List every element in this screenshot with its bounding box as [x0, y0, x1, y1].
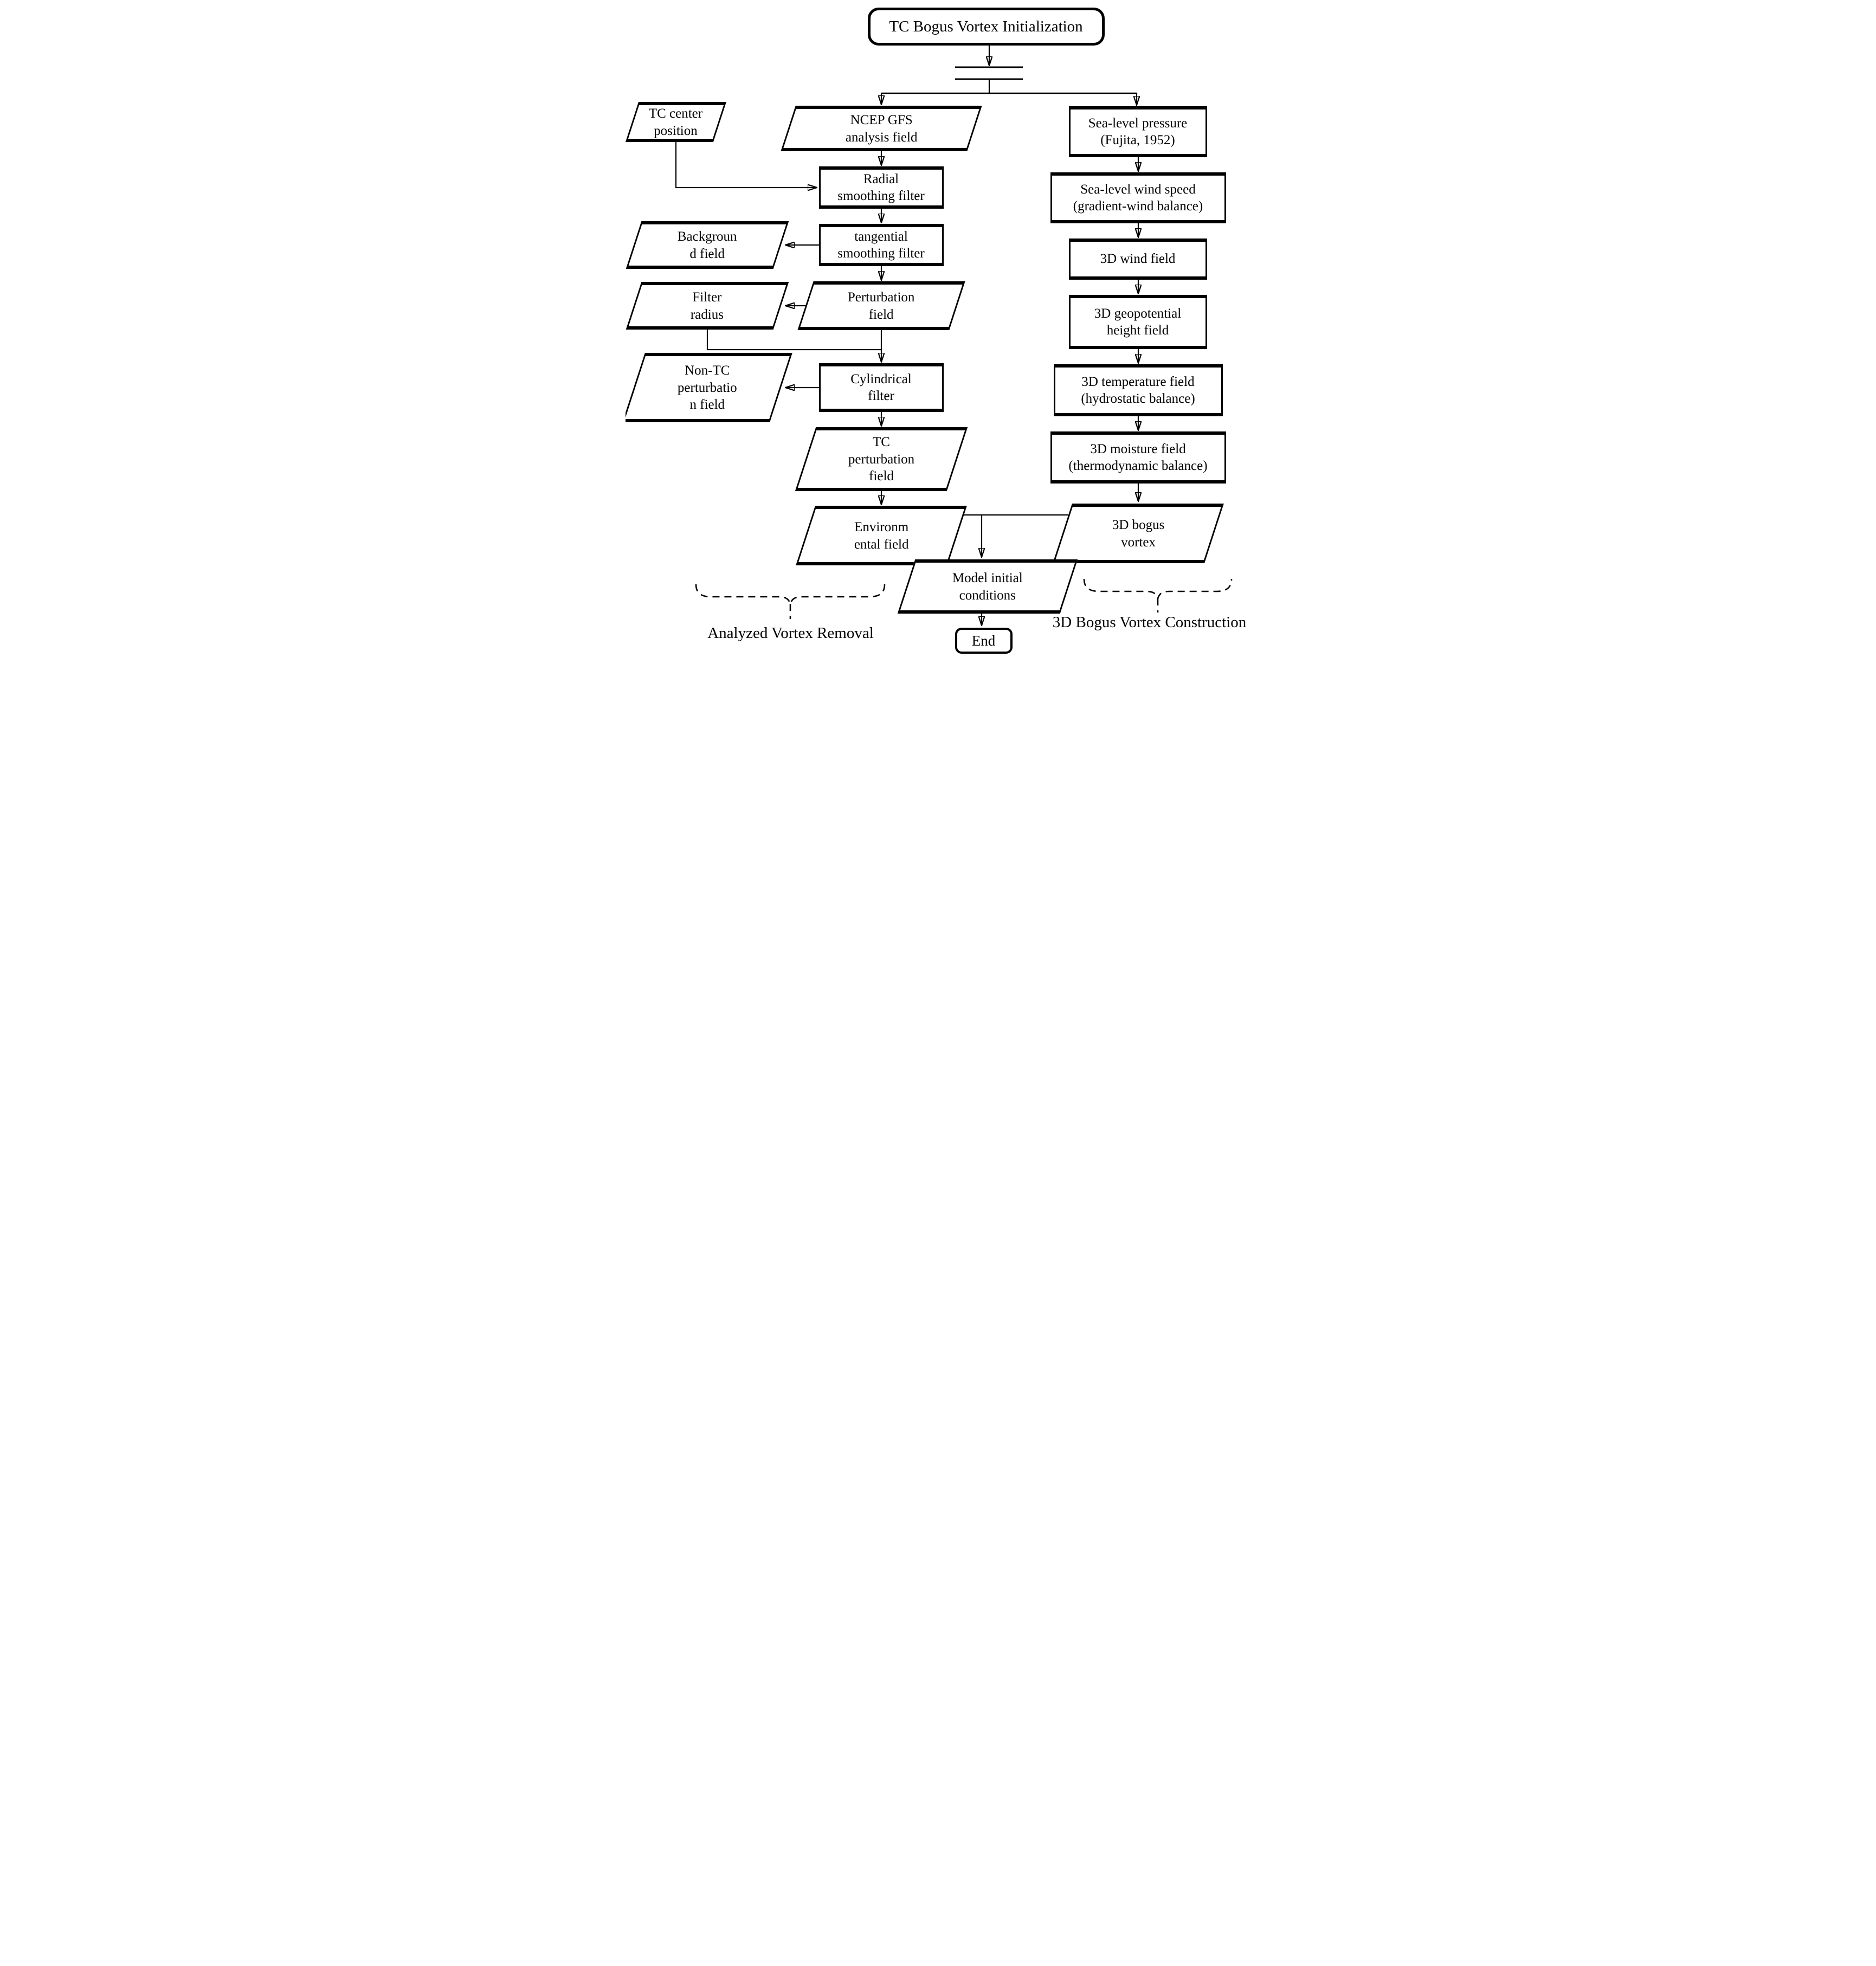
right-section-label: 3D Bogus Vortex Construction [1052, 614, 1247, 631]
arrow-tccenter-to-radial [675, 142, 817, 188]
radial-smoothing-label: Radial smoothing filter [837, 171, 925, 204]
tangential-smoothing-label: tangential smoothing filter [837, 229, 925, 261]
end-terminator: End [955, 628, 1013, 654]
model-initial-conditions-label: Model initial conditions [952, 570, 1023, 603]
flowchart-canvas: TC Bogus Vortex Initialization TC center… [625, 0, 1251, 655]
node-background-field: Backgroun d field [626, 221, 789, 269]
ncep-gfs-label: NCEP GFS analysis field [845, 112, 917, 145]
node-filter-radius: Filter radius [626, 282, 789, 330]
node-cylindrical-filter: Cylindrical filter [818, 363, 944, 412]
node-3d-moisture-field: 3D moisture field (thermodynamic balance… [1050, 431, 1226, 484]
tc-perturbation-label: TC perturbation field [848, 434, 914, 484]
3d-wind-field-label: 3D wind field [1100, 252, 1176, 267]
node-tc-center-position: TC center position [625, 102, 726, 142]
left-section-brace [695, 584, 885, 607]
right-section-brace [1083, 578, 1232, 601]
node-3d-bogus-vortex: 3D bogus vortex [1052, 504, 1224, 563]
node-non-tc-perturbation-field: Non-TC perturbatio n field [625, 353, 792, 422]
flow-connectors [675, 46, 1232, 655]
node-3d-wind-field: 3D wind field [1068, 239, 1207, 280]
node-3d-geopotential-height-field: 3D geopotential height field [1068, 295, 1207, 349]
sea-level-wind-speed-label: Sea-level wind speed (gradient-wind bala… [1073, 182, 1203, 214]
3d-bogus-vortex-label: 3D bogus vortex [1112, 517, 1164, 550]
perturbation-field-label: Perturbation field [847, 289, 915, 322]
3d-geopotential-label: 3D geopotential height field [1094, 306, 1182, 338]
node-sea-level-wind-speed: Sea-level wind speed (gradient-wind bala… [1050, 172, 1226, 223]
node-sea-level-pressure: Sea-level pressure (Fujita, 1952) [1068, 106, 1207, 157]
node-3d-temperature-field: 3D temperature field (hydrostatic balanc… [1053, 364, 1223, 416]
filter-radius-label: Filter radius [690, 289, 724, 322]
line-filterradius-join [706, 330, 881, 351]
sea-level-pressure-label: Sea-level pressure (Fujita, 1952) [1088, 115, 1188, 148]
node-tangential-smoothing-filter: tangential smoothing filter [818, 224, 944, 266]
end-label: End [971, 632, 996, 649]
tc-center-position-label: TC center position [648, 106, 703, 138]
3d-moisture-label: 3D moisture field (thermodynamic balance… [1068, 441, 1208, 474]
non-tc-perturbation-label: Non-TC perturbatio n field [677, 363, 737, 412]
node-environmental-field: Environm ental field [795, 506, 967, 565]
left-section-label: Analyzed Vortex Removal [707, 624, 874, 642]
node-perturbation-field: Perturbation field [797, 281, 965, 330]
node-radial-smoothing-filter: Radial smoothing filter [818, 166, 944, 209]
background-field-label: Backgroun d field [677, 229, 737, 261]
environmental-field-label: Environm ental field [854, 519, 908, 552]
node-model-initial-conditions: Model initial conditions [897, 559, 1078, 614]
node-ncep-gfs-analysis-field: NCEP GFS analysis field [780, 106, 982, 151]
3d-temperature-label: 3D temperature field (hydrostatic balanc… [1081, 374, 1195, 407]
node-tc-perturbation-field: TC perturbation field [795, 427, 968, 491]
cylindrical-filter-label: Cylindrical filter [850, 371, 912, 404]
start-terminator: TC Bogus Vortex Initialization [867, 8, 1105, 46]
start-label: TC Bogus Vortex Initialization [889, 17, 1083, 35]
